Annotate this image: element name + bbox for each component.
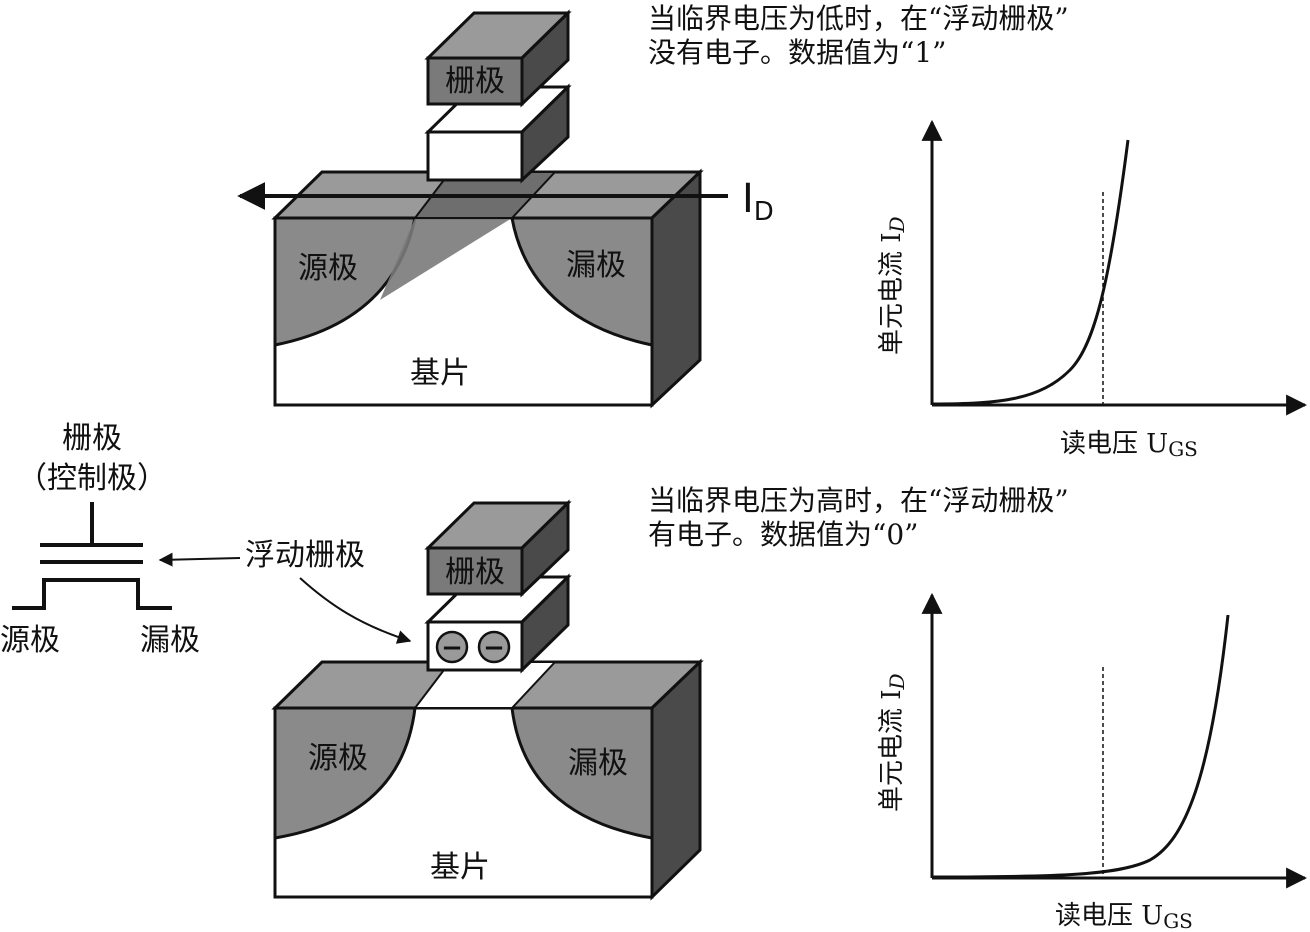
bottom-substrate-label: 基片 (430, 850, 490, 885)
bottom-substrate-block (271, 658, 704, 901)
top-caption-line2: 没有电子。数据值为“1” (648, 36, 946, 69)
top-drain-label: 漏极 (566, 248, 626, 283)
bottom-graph: 单元电流 ID 读电压 UGS (877, 592, 1308, 932)
top-floating-gate (424, 83, 572, 184)
top-source-label: 源极 (298, 251, 358, 286)
symbol-drain-label: 漏极 (140, 623, 200, 658)
bottom-gate-label: 栅极 (445, 555, 505, 590)
symbol-gate-label-line2: （控制极） (17, 461, 167, 496)
bottom-drain-label: 漏极 (568, 746, 628, 781)
top-substrate-block (271, 168, 704, 409)
electron-1-sign: − (441, 633, 463, 663)
top-gate-label: 栅极 (445, 64, 505, 99)
top-caption-line1: 当临界电压为低时，在“浮动栅极” (648, 2, 1069, 35)
top-control-gate: 栅极 (424, 9, 572, 108)
bottom-transistor: − − 栅极 源极 漏极 基片 (271, 499, 704, 901)
symbol-gate-label-line1: 栅极 (62, 421, 122, 456)
bottom-source-label: 源极 (308, 741, 368, 776)
bottom-graph-y-label: 单元电流 ID (877, 673, 909, 812)
electron-2-icon (477, 630, 511, 664)
top-substrate-label: 基片 (410, 356, 470, 391)
top-graph: 单元电流 ID 读电压 UGS (877, 119, 1308, 461)
floating-gate-arrow-to-symbol (158, 552, 241, 567)
bottom-control-gate: 栅极 (424, 499, 572, 598)
floating-gate-label: 浮动栅极 (245, 538, 365, 573)
electron-2-sign: − (483, 633, 505, 663)
electron-1-icon (435, 630, 469, 664)
bottom-graph-curve (931, 614, 1230, 879)
top-graph-curve (931, 139, 1130, 406)
top-transistor: 栅极 源极 漏极 基片 ID (237, 9, 774, 409)
top-graph-x-label: 读电压 UGS (1060, 429, 1198, 461)
symbol-source-label: 源极 (0, 623, 60, 658)
floating-gate-arrow-to-cell (299, 577, 412, 644)
bottom-caption-line1: 当临界电压为高时，在“浮动栅极” (648, 484, 1069, 517)
top-graph-y-label: 单元电流 ID (877, 216, 909, 355)
transistor-symbol: 栅极 （控制极） 源极 漏极 (0, 421, 200, 658)
bottom-graph-x-label: 读电压 UGS (1055, 901, 1193, 932)
top-current-label: ID (742, 176, 774, 227)
bottom-caption-line2: 有电子。数据值为“0” (648, 518, 918, 551)
